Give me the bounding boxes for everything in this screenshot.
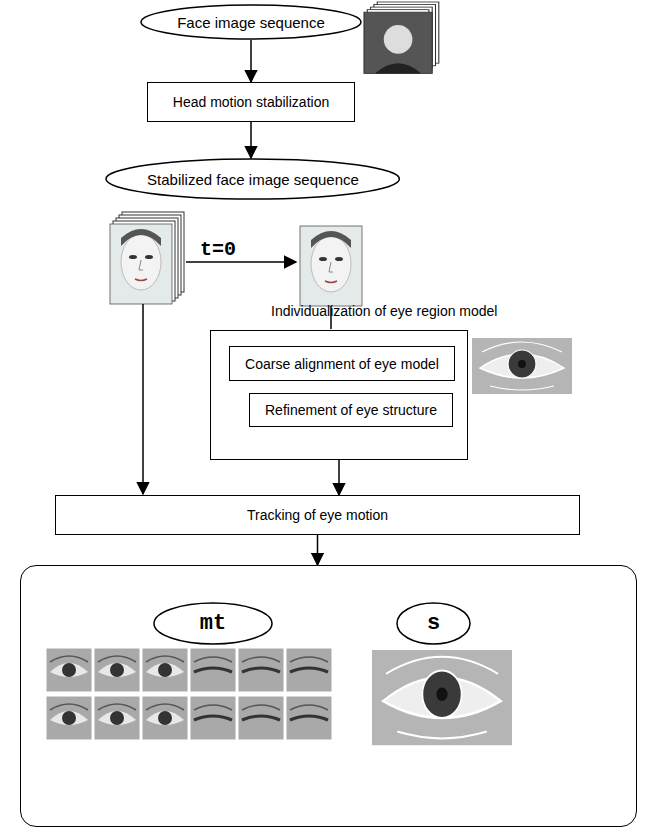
ellipse-shape	[397, 603, 470, 644]
node-label: Head motion stabilization	[173, 94, 329, 110]
flow-arrow	[317, 535, 319, 565]
ellipse-shape	[141, 5, 361, 39]
group-box: Coarse alignment of eye modelRefinement …	[210, 330, 468, 460]
process-box: Coarse alignment of eye model	[229, 346, 455, 381]
ellipse-shape	[154, 603, 272, 644]
flow-arrow	[338, 460, 340, 495]
frame-label: t=0	[200, 238, 236, 261]
eye-model-image	[472, 338, 572, 394]
face-frame-t0	[300, 226, 362, 306]
eye-structure-image	[372, 650, 512, 745]
node-label: Refinement of eye structure	[265, 402, 437, 418]
node-label: Coarse alignment of eye model	[245, 356, 439, 372]
face-stack-top	[364, 2, 439, 73]
ellipse-shape	[106, 159, 399, 199]
flow-arrow	[250, 40, 252, 82]
output-ellipse: mt	[153, 602, 273, 645]
face-stack	[110, 212, 184, 304]
node-label: mt	[200, 611, 226, 636]
node-label: s	[427, 611, 440, 636]
node-label: Stabilized face image sequence	[147, 171, 359, 188]
sequence-wire	[142, 304, 144, 494]
node-label: Face image sequence	[177, 14, 325, 31]
process-box: Refinement of eye structure	[249, 393, 453, 427]
process-box: Tracking of eye motion	[55, 495, 580, 535]
input-ellipse: Face image sequence	[140, 4, 362, 40]
flow-arrow	[250, 122, 252, 158]
output-panel: mt s	[20, 565, 637, 827]
process-box: Head motion stabilization	[147, 82, 355, 122]
t0-arrow	[186, 261, 296, 263]
output-ellipse: s	[396, 602, 471, 645]
node-label: Tracking of eye motion	[247, 507, 388, 523]
eye-motion-thumbnails	[46, 648, 332, 740]
data-ellipse: Stabilized face image sequence	[105, 158, 400, 200]
group-heading: Individualization of eye region model	[271, 303, 497, 319]
